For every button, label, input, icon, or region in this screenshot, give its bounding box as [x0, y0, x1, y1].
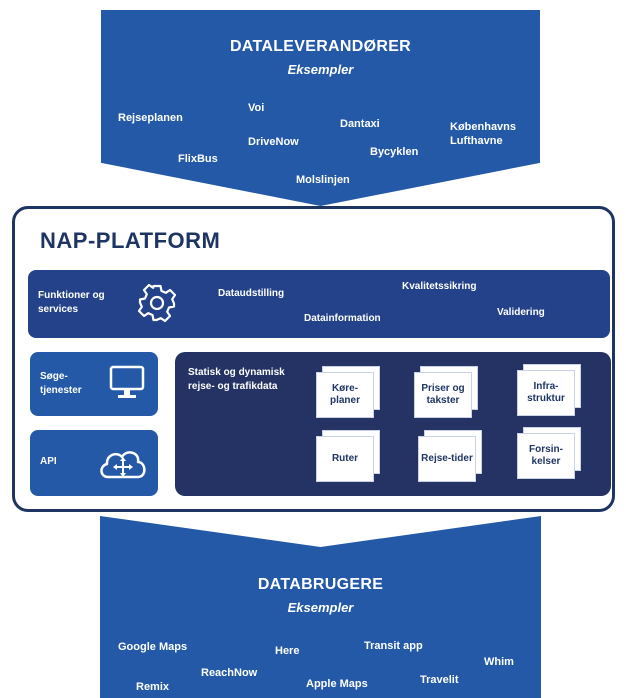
function-item: Validering: [497, 307, 545, 318]
api-label: API: [40, 456, 57, 467]
data-doc: Priser og takster: [414, 366, 478, 418]
providers-title: DATALEVERANDØRER: [229, 38, 412, 55]
data-doc: Køre-planer: [316, 366, 380, 418]
gear-icon: [136, 282, 178, 324]
function-item: Kvalitetssikring: [402, 281, 477, 292]
user-example: Apple Maps: [306, 678, 368, 690]
provider-example: DriveNow: [248, 136, 299, 148]
user-example: Remix: [136, 681, 170, 693]
function-item: Dataudstilling: [218, 288, 285, 299]
provider-example: Voi: [248, 102, 265, 114]
data-doc: Infra-struktur: [517, 364, 581, 416]
platform-title: NAP-PLATFORM: [40, 228, 221, 253]
functions-bar: [28, 270, 610, 338]
data-doc: Rejse-tider: [418, 430, 482, 482]
data-doc: Forsin-kelser: [517, 427, 581, 479]
monitor-icon: [108, 364, 148, 402]
provider-example: Københavns Lufthavne: [450, 121, 517, 147]
user-example: Google Maps: [118, 641, 188, 653]
users-subtitle: Eksempler: [287, 600, 354, 615]
users-title: DATABRUGERE: [257, 576, 384, 593]
data-panel-label: Statisk og dynamisk rejse- og trafikdata: [188, 367, 285, 392]
search-services-label: Søge-tjenester: [40, 371, 82, 396]
user-example: ReachNow: [201, 667, 258, 679]
provider-example: FlixBus: [178, 153, 218, 165]
cloud-icon: [96, 444, 150, 484]
user-example: Here: [275, 645, 300, 657]
user-example: Whim: [484, 656, 514, 668]
user-example: Travelit: [420, 674, 459, 686]
user-example: Transit app: [364, 640, 423, 652]
provider-example: Molslinjen: [296, 174, 350, 186]
api-box: [30, 430, 158, 496]
data-doc: Ruter: [316, 430, 380, 482]
provider-example: Bycyklen: [370, 146, 419, 158]
provider-example: Rejseplanen: [118, 112, 183, 124]
providers-chevron: [101, 10, 540, 206]
function-item: Datainformation: [304, 313, 381, 324]
providers-subtitle: Eksempler: [287, 62, 354, 77]
functions-label: Funktioner og services: [38, 290, 105, 315]
search-services-box: [30, 352, 158, 416]
provider-example: Dantaxi: [340, 118, 380, 130]
